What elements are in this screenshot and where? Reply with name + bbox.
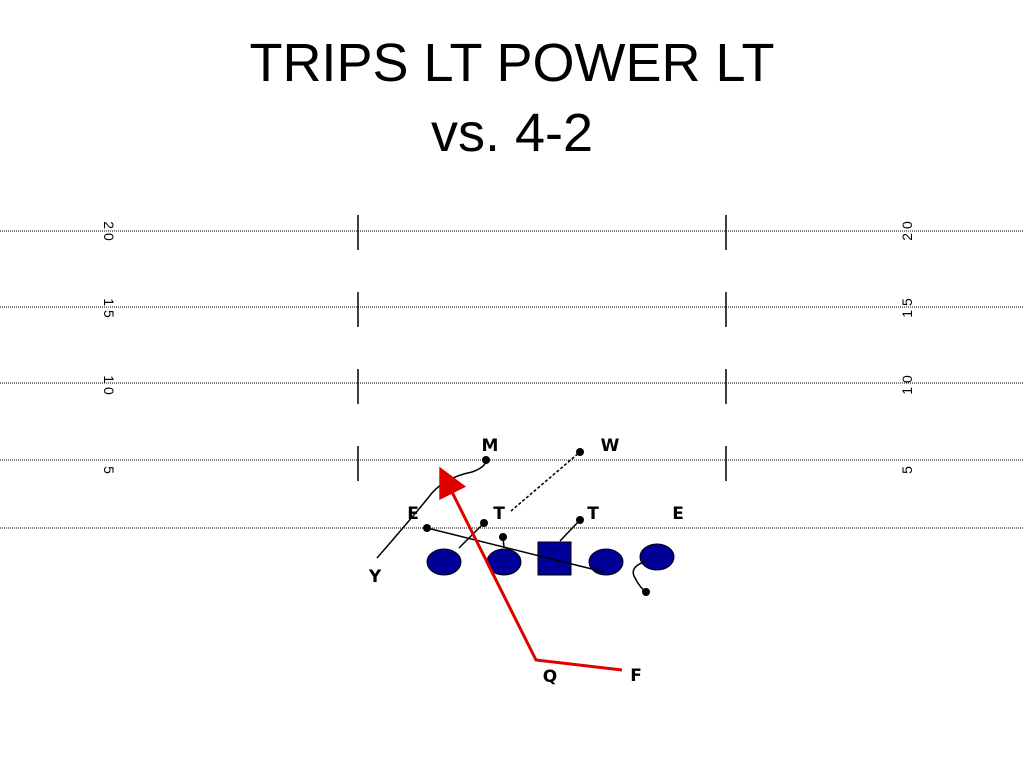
- play-title: TRIPS LT POWER LT: [249, 33, 775, 93]
- yard-number-right-20: 2 0: [899, 221, 915, 241]
- label-e-right: E: [672, 504, 684, 524]
- label-q: Q: [543, 667, 557, 687]
- yard-number-left-10: 1 0: [101, 375, 117, 395]
- block-dots: [423, 448, 650, 596]
- w-read-path: [510, 451, 581, 512]
- label-t-left: T: [493, 504, 505, 524]
- dot-m: [482, 456, 490, 464]
- hash-marks: [357, 215, 727, 481]
- offensive-line: [426, 541, 675, 576]
- pull-block-path: [426, 527, 605, 573]
- label-e-left: E: [407, 504, 419, 524]
- dot-w: [576, 448, 584, 456]
- label-t-right: T: [587, 504, 599, 524]
- dot-t-left: [480, 519, 488, 527]
- yard-numbers-left: 2 0 1 5 1 0 5: [101, 221, 117, 474]
- dot-t-right: [576, 516, 584, 524]
- yard-number-right-5: 5: [899, 466, 915, 474]
- yard-number-right-15: 1 5: [899, 298, 915, 318]
- offensive-player-center: [537, 541, 572, 576]
- label-y: Y: [368, 567, 382, 587]
- block-c-to-t: [559, 519, 581, 542]
- dot-t-left-2: [499, 533, 507, 541]
- y-block-path: [376, 459, 487, 559]
- block-lt-to-t: [458, 522, 485, 549]
- offensive-player-lt: [426, 548, 462, 576]
- dot-rt: [642, 588, 650, 596]
- offensive-player-rg: [588, 548, 624, 576]
- label-m: M: [482, 436, 499, 456]
- yard-number-left-5: 5: [101, 466, 117, 474]
- yard-number-right-10: 1 0: [899, 375, 915, 395]
- offensive-player-rt: [639, 543, 675, 571]
- yard-numbers-right: 2 0 1 5 1 0 5: [899, 221, 915, 474]
- dot-e-left: [423, 524, 431, 532]
- yard-number-left-15: 1 5: [101, 298, 117, 318]
- label-w: W: [601, 436, 620, 456]
- yard-number-left-20: 2 0: [101, 221, 117, 241]
- ball-carrier-route: [439, 466, 623, 672]
- blocking-paths: [376, 451, 648, 593]
- play-subtitle: vs. 4-2: [430, 103, 594, 163]
- rt-kickout-path: [632, 560, 648, 593]
- player-labels: M W E T T E Y Q F: [368, 436, 684, 687]
- yard-lines: [0, 230, 1024, 529]
- label-f: F: [630, 666, 642, 686]
